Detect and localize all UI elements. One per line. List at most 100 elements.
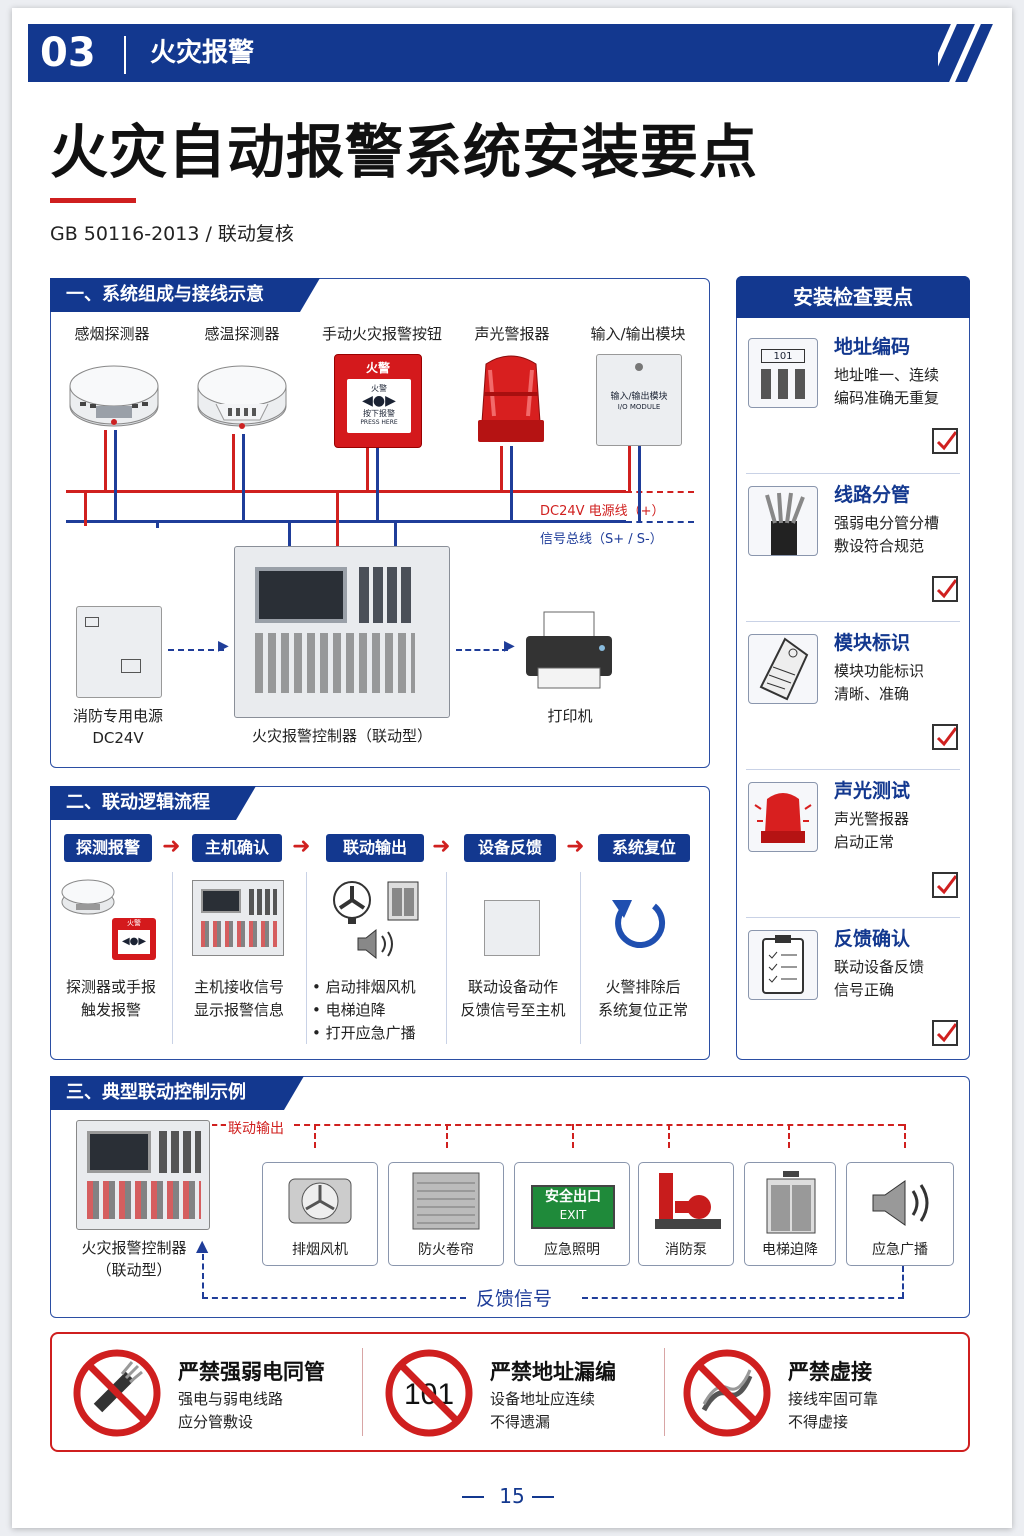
- power-line-dashed: [626, 491, 694, 493]
- header-divider: [124, 36, 126, 74]
- checkmark-icon: [936, 1023, 958, 1043]
- output-drop: [788, 1124, 790, 1148]
- checkmark-icon: [936, 431, 958, 451]
- prohibitions-panel: [50, 1332, 970, 1452]
- keypad-icon: 101: [748, 338, 818, 408]
- divider: [580, 872, 581, 1044]
- checkmark-icon: [936, 727, 958, 747]
- led-icon: [635, 363, 643, 371]
- flow-step-tab: 设备反馈: [464, 834, 556, 862]
- device-fire-pump: 消防泵: [638, 1162, 734, 1266]
- feedback-line: [202, 1254, 204, 1298]
- checklist-item: 反馈确认 联动设备反馈信号正确: [746, 922, 960, 1066]
- output-label: 联动输出: [228, 1121, 284, 1137]
- checklist-title: 声光测试: [834, 780, 911, 802]
- wire: [366, 448, 369, 492]
- checklist-item: 模块标识 模块功能标识清晰、准确: [746, 626, 960, 770]
- call-point-label: 火警: [365, 361, 390, 375]
- feedback-label: 反馈信号: [476, 1288, 553, 1310]
- controller-label: （联动型）: [96, 1261, 172, 1279]
- printer-label: 打印机: [547, 707, 593, 725]
- wire: [628, 446, 631, 492]
- no-loose-connection-icon: [683, 1349, 771, 1437]
- device-elevator: 电梯迫降: [744, 1162, 836, 1266]
- checklist-text: 强弱电分管分槽敷设符合规范: [834, 514, 940, 555]
- section2-tab: 二、联动逻辑流程: [50, 786, 256, 820]
- power-supply-label: 消防专用电源: [72, 707, 163, 725]
- checkbox[interactable]: [932, 1020, 958, 1046]
- elevator-icon: [766, 1171, 816, 1234]
- cable-icon: [748, 486, 818, 556]
- module-text: I/O MODULE: [617, 403, 661, 411]
- section1-tab: 一、系统组成与接线示意: [50, 278, 320, 312]
- wire: [232, 434, 235, 492]
- checkbox[interactable]: [932, 872, 958, 898]
- device-label: 应急照明: [544, 1242, 600, 1258]
- section2-panel: [50, 786, 710, 1060]
- device-label: 声光警报器: [474, 325, 550, 343]
- flow-step-text: 主机接收信号显示报警信息: [193, 978, 284, 1019]
- device-fire-shutter: 防火卷帘: [388, 1162, 504, 1266]
- io-module: 输入/输出模块 I/O MODULE: [596, 354, 682, 446]
- title-underline: [50, 198, 136, 203]
- divider: [664, 1348, 665, 1436]
- indicator-icon: [121, 659, 141, 673]
- device-label: 电梯迫降: [762, 1242, 818, 1258]
- wire: [156, 520, 159, 528]
- output-line: [212, 1124, 226, 1126]
- checklist-title: 反馈确认: [834, 928, 911, 950]
- smoke-detector-icon: [69, 365, 159, 427]
- output-drop: [904, 1124, 906, 1148]
- checklist-title: 地址编码: [834, 336, 911, 358]
- feedback-line: [582, 1297, 904, 1299]
- page-title: 火灾自动报警系统安装要点: [50, 118, 759, 186]
- keys: [761, 369, 805, 399]
- wire: [114, 430, 117, 522]
- prohibition-title: 严禁地址漏编: [490, 1360, 616, 1384]
- manual-call-point: 火警 火警 ◀●▶ 按下报警 PRESS HERE: [334, 354, 422, 448]
- module-icon: [484, 900, 540, 956]
- checkbox[interactable]: [932, 724, 958, 750]
- wire: [242, 434, 245, 522]
- flow-step-tab: 主机确认: [192, 834, 282, 862]
- flow-step-tab: 探测报警: [64, 834, 152, 862]
- indicator-icon: [85, 617, 99, 627]
- controller-label: 火灾报警控制器: [81, 1239, 187, 1257]
- no-missing-address-icon: 101: [385, 1349, 473, 1437]
- checklist-title: 线路分管: [834, 484, 911, 506]
- output-line: [294, 1124, 904, 1126]
- device-label: 感温探测器: [204, 325, 280, 343]
- checkbox[interactable]: [932, 576, 958, 602]
- flow-step-text: 火警排除后系统复位正常: [597, 978, 688, 1019]
- checklist-title: 模块标识: [834, 632, 911, 654]
- checklist-tab: 安装检查要点: [736, 276, 970, 318]
- checklist-item: 线路分管 强弱电分管分槽敷设符合规范: [746, 478, 960, 622]
- wire: [638, 446, 641, 522]
- beacon-icon: [478, 355, 544, 442]
- flow-step-text: 联动设备动作反馈信号至主机: [460, 978, 566, 1019]
- chapter-number: 03: [40, 30, 96, 76]
- button-grid: [255, 633, 415, 693]
- triangle-icon: ◀●▶: [362, 393, 396, 409]
- controller-icon: [192, 880, 284, 956]
- device-emergency-light: 安全出口 EXIT 应急照明: [514, 1162, 630, 1266]
- device-label: 感烟探测器: [74, 325, 150, 343]
- manual-call-point-icon: 火警 ◀●▶: [112, 918, 156, 960]
- checklist-text: 声光警报器启动正常: [834, 810, 910, 851]
- shutter-icon: [412, 1172, 480, 1230]
- checkbox[interactable]: [932, 428, 958, 454]
- checklist-text: 地址唯一、连续编码准确无重复: [834, 366, 940, 407]
- page-number-rule: [532, 1496, 554, 1498]
- heat-detector-icon: [197, 365, 287, 429]
- call-point-text: 火警: [371, 384, 387, 393]
- checklist-item: 101 地址编码 地址唯一、连续编码准确无重复: [746, 330, 960, 474]
- power-supply-label: DC24V: [92, 729, 144, 747]
- flow-arrow-icon: ➜: [292, 834, 311, 859]
- no-mixed-wiring-icon: [73, 1349, 161, 1437]
- flow-step-text: 探测器或手报触发报警: [65, 978, 156, 1019]
- wire: [84, 490, 87, 526]
- divider: [306, 872, 307, 1044]
- page-number-rule: [462, 1496, 484, 1498]
- call-point-text: PRESS HERE: [360, 419, 398, 426]
- checklist-text: 模块功能标识清晰、准确: [834, 662, 925, 703]
